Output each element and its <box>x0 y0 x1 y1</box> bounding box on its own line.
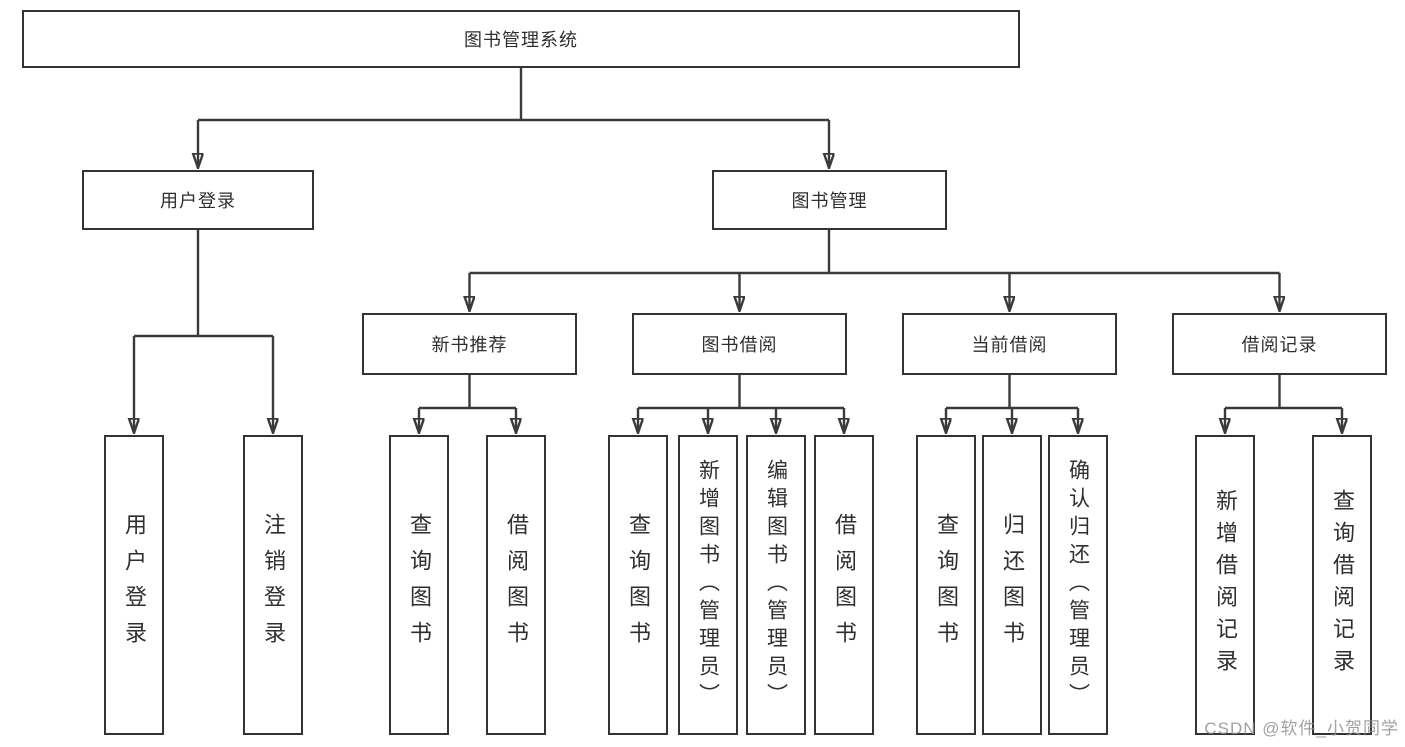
leaf-logout: 注销登录 <box>243 435 303 735</box>
borrow-record-connectors <box>1225 375 1342 433</box>
book-borrow-connectors <box>638 375 844 433</box>
leaf-edit-books-admin: 编辑图书（管理员） <box>746 435 806 735</box>
leaf-return-books: 归还图书 <box>982 435 1042 735</box>
leaf-add-borrow-record-label: 新增借阅记录 <box>1213 489 1238 681</box>
leaf-add-books-admin: 新增图书（管理员） <box>678 435 738 735</box>
user-login-connectors <box>134 230 273 433</box>
leaf-borrow-books-2: 借阅图书 <box>814 435 874 735</box>
node-book-borrow: 图书借阅 <box>632 313 847 375</box>
leaf-add-books-admin-label: 新增图书（管理员） <box>696 459 720 711</box>
leaf-logout-label: 注销登录 <box>261 513 286 657</box>
leaf-edit-books-admin-label: 编辑图书（管理员） <box>764 459 788 711</box>
node-user-login-label: 用户登录 <box>160 191 236 211</box>
node-new-book-recommend: 新书推荐 <box>362 313 577 375</box>
leaf-query-books-1-label: 查询图书 <box>407 513 432 657</box>
node-current-borrow-label: 当前借阅 <box>971 335 1048 355</box>
node-user-login: 用户登录 <box>82 170 314 230</box>
node-current-borrow: 当前借阅 <box>902 313 1117 375</box>
leaf-query-books-2: 查询图书 <box>608 435 668 735</box>
leaf-query-books-2-label: 查询图书 <box>626 513 651 657</box>
leaf-add-borrow-record: 新增借阅记录 <box>1195 435 1255 735</box>
node-book-mgmt-label: 图书管理 <box>791 191 868 211</box>
node-book-mgmt: 图书管理 <box>712 170 947 230</box>
node-borrow-record-label: 借阅记录 <box>1241 335 1318 355</box>
leaf-query-books-3: 查询图书 <box>916 435 976 735</box>
leaf-borrow-books-1-label: 借阅图书 <box>504 513 529 657</box>
book-mgmt-to-level3-connectors <box>470 230 1280 311</box>
node-library-system-label: 图书管理系统 <box>464 30 578 50</box>
root-to-level2-connectors <box>198 68 829 168</box>
current-borrow-connectors <box>946 375 1078 433</box>
leaf-query-borrow-record: 查询借阅记录 <box>1312 435 1372 735</box>
leaf-return-books-label: 归还图书 <box>1000 513 1025 657</box>
node-library-system: 图书管理系统 <box>22 10 1020 68</box>
leaf-user-login: 用户登录 <box>104 435 164 735</box>
leaf-borrow-books-1: 借阅图书 <box>486 435 546 735</box>
leaf-borrow-books-2-label: 借阅图书 <box>832 513 857 657</box>
leaf-confirm-return-admin: 确认归还（管理员） <box>1048 435 1108 735</box>
node-new-book-recommend-label: 新书推荐 <box>431 335 508 355</box>
leaf-confirm-return-admin-label: 确认归还（管理员） <box>1066 459 1090 711</box>
leaf-query-borrow-record-label: 查询借阅记录 <box>1330 489 1355 681</box>
leaf-query-books-3-label: 查询图书 <box>934 513 959 657</box>
node-book-borrow-label: 图书借阅 <box>701 335 778 355</box>
leaf-query-books-1: 查询图书 <box>389 435 449 735</box>
node-borrow-record: 借阅记录 <box>1172 313 1387 375</box>
new-book-connectors <box>419 375 516 433</box>
leaf-user-login-label: 用户登录 <box>122 513 147 657</box>
